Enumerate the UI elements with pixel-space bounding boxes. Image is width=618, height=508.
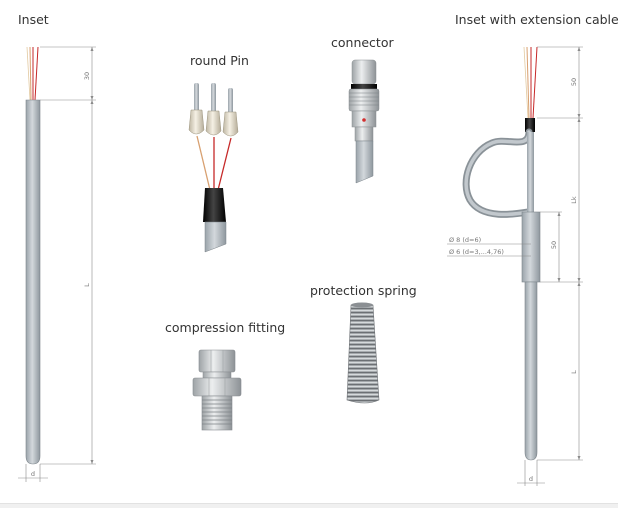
inset-dimensions: 30 L d bbox=[18, 46, 96, 482]
inset-length-dimension: L bbox=[83, 283, 91, 287]
compression-fitting-drawing bbox=[192, 349, 242, 431]
inset-label: Inset bbox=[18, 12, 49, 27]
inset-ext-label: Inset with extension cable bbox=[455, 12, 618, 27]
inset-ext-top-dimension: 50 bbox=[570, 78, 578, 86]
inset-ext-drawing: 50 Lk L 50 Ø 8 (d=6) Ø 6 (d=3,...4,76) d bbox=[447, 46, 583, 486]
connector-drawing bbox=[348, 59, 380, 184]
inset-ext-sleeve-d2: Ø 6 (d=3,...4,76) bbox=[449, 248, 504, 256]
protection-spring-drawing bbox=[346, 302, 380, 404]
inset-ext-cable-dimension: Lk bbox=[570, 196, 578, 204]
protection-spring-label: protection spring bbox=[310, 283, 417, 298]
inset-ext-diameter-dimension: d bbox=[529, 475, 533, 483]
connector-label: connector bbox=[331, 35, 394, 50]
inset-ext-dimensions: 50 Lk L 50 Ø 8 (d=6) Ø 6 (d=3,...4,76) d bbox=[447, 46, 583, 486]
bottom-rule bbox=[0, 503, 618, 508]
inset-drawing: 30 L d bbox=[18, 46, 96, 482]
round-pin-drawing bbox=[188, 83, 239, 253]
inset-ext-sleeve-d1: Ø 8 (d=6) bbox=[449, 236, 481, 244]
round-pin-label: round Pin bbox=[190, 53, 249, 68]
inset-ext-length-dimension: L bbox=[570, 370, 578, 374]
compression-fitting-label: compression fitting bbox=[165, 320, 286, 335]
inset-wires bbox=[26, 46, 39, 101]
inset-sheath bbox=[25, 99, 41, 465]
inset-diameter-dimension: d bbox=[31, 470, 35, 478]
inset-top-dimension: 30 bbox=[83, 72, 91, 80]
inset-ext-wires bbox=[523, 46, 538, 119]
inset-ext-sleeve-dimension: 50 bbox=[550, 241, 558, 249]
